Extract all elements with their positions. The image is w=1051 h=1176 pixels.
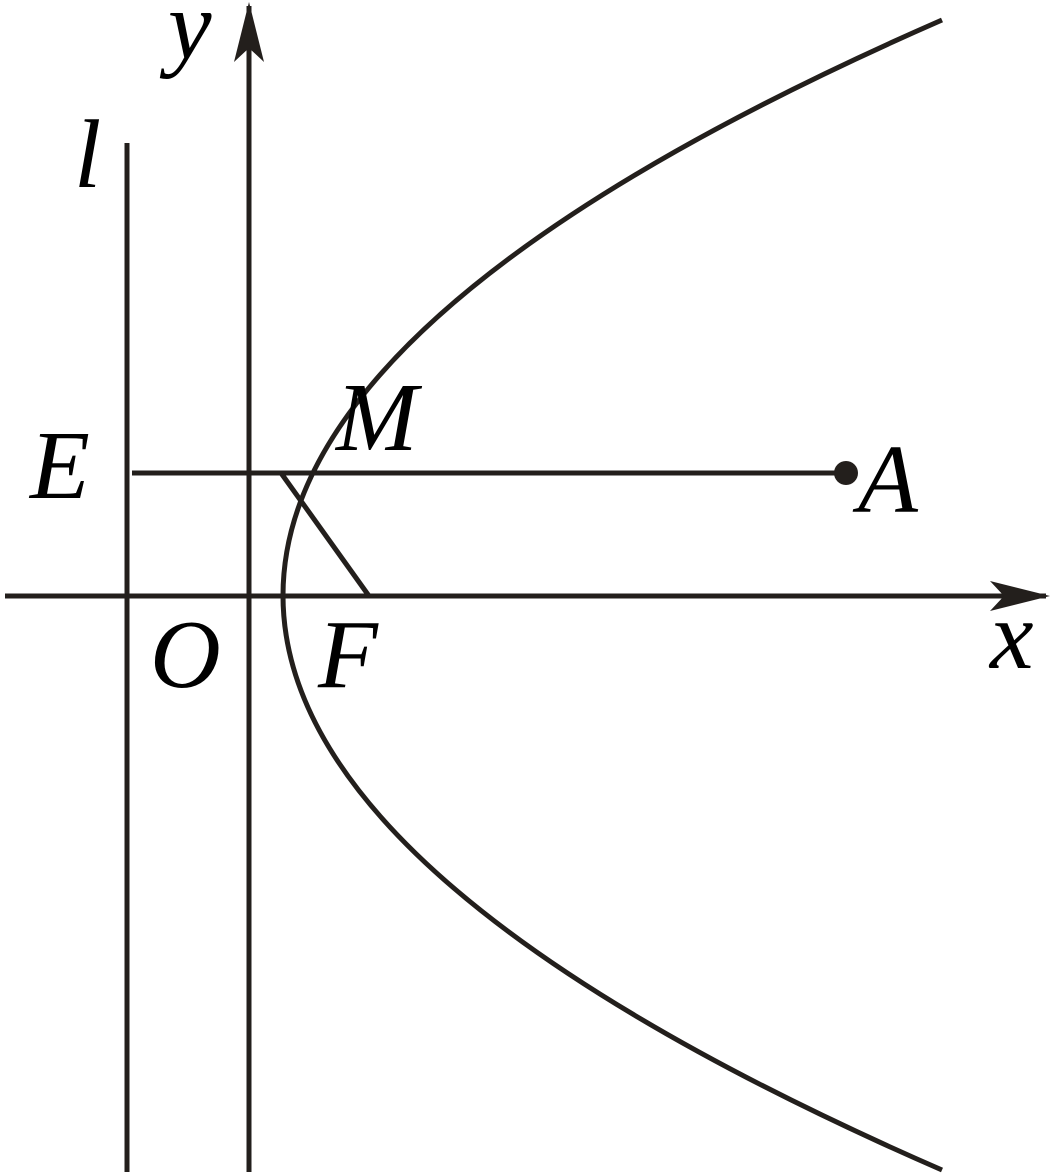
x-axis-label: x [988, 582, 1034, 690]
segment-MF [278, 471, 372, 598]
line-l-label: l [74, 101, 101, 209]
point-F-label: F [317, 601, 379, 709]
point-A-label: A [852, 426, 919, 534]
point-E-label: E [28, 412, 90, 520]
point-M-label: M [334, 364, 423, 472]
parabola-curve [280, 17, 944, 1173]
point-O-label: O [150, 601, 221, 709]
point-A-dot [834, 461, 858, 485]
y-axis-label: y [159, 0, 212, 80]
